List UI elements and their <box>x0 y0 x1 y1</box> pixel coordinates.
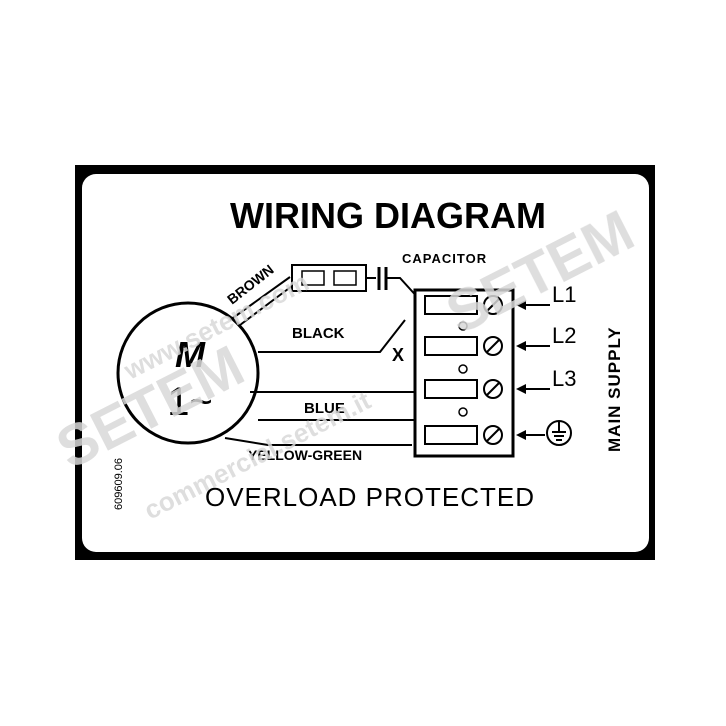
capacitor-wire <box>386 277 421 301</box>
diagram-title: WIRING DIAGRAM <box>230 195 546 236</box>
capacitor-block <box>291 264 367 292</box>
terminal-hole <box>458 321 468 331</box>
black-label: BLACK <box>292 325 345 342</box>
motor-label: M <box>175 334 206 375</box>
brown-wire-2 <box>229 276 291 321</box>
black-wire <box>258 319 406 353</box>
arrowhead-l1 <box>516 300 526 310</box>
terminal-slot-l1 <box>424 295 478 315</box>
arrowhead-earth <box>516 430 526 440</box>
screw-slot-l1 <box>486 298 500 312</box>
capacitor-cell <box>301 270 325 286</box>
terminal-slot-l3 <box>424 379 478 399</box>
motor-symbol <box>116 301 260 445</box>
terminal-block <box>413 288 515 458</box>
screw-slot-l2 <box>486 339 500 353</box>
screw-slot-earth <box>486 428 500 442</box>
terminal-hole-2 <box>458 364 468 374</box>
arrowhead-l3 <box>516 384 526 394</box>
earth-ring <box>546 420 572 446</box>
terminal-slot-earth <box>424 425 478 445</box>
terminal-slot-l2 <box>424 336 478 356</box>
yellow-green-wire <box>224 437 412 446</box>
brown-wire <box>239 282 297 326</box>
yellow-green-label: YELLOW-GREEN <box>248 447 362 463</box>
arrowhead-l2 <box>516 341 526 351</box>
earth-ground-icon <box>546 420 572 446</box>
terminal-l1-label: L1 <box>552 282 576 307</box>
overload-protected-label: OVERLOAD PROTECTED <box>205 482 535 512</box>
product-code: 609609.06 <box>113 458 125 510</box>
main-supply-label: MAIN SUPPLY <box>605 326 624 452</box>
terminal-hole-3 <box>458 407 468 417</box>
supply-arrows <box>516 300 550 440</box>
motor-phase: 1~ <box>167 380 213 424</box>
blue-label: BLUE <box>304 400 345 417</box>
capacitor-label: CAPACITOR <box>402 251 487 266</box>
x-marker: X <box>392 345 404 365</box>
terminal-l3-label: L3 <box>552 366 576 391</box>
screw-slot-l3 <box>486 382 500 396</box>
terminal-l2-label: L2 <box>552 323 576 348</box>
capacitor-cell-2 <box>333 270 357 286</box>
